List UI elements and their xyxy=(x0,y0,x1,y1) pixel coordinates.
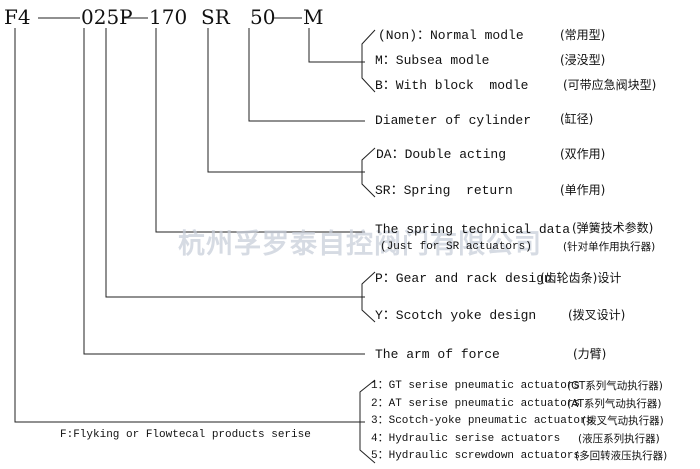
cylinder-diameter-cn: (缸径) xyxy=(560,112,594,126)
watermark: 杭州孚罗泰自控阀门有限公司 xyxy=(178,229,542,260)
type-item-5-cn: (多回转液压执行器) xyxy=(575,450,668,462)
type-item-2: 2：AT serise pneumatic actuators xyxy=(371,398,581,410)
cylinder-diameter: Diameter of cylinder xyxy=(375,113,532,128)
m-option-subsea-cn: (浸没型) xyxy=(560,53,606,67)
sr-option-sr: SR：Spring return xyxy=(375,183,513,198)
spring-data-note: (Just for SR actuators) xyxy=(380,241,532,253)
arm-of-force: The arm of force xyxy=(375,347,500,362)
spring-data-note-cn: (针对单作用执行器) xyxy=(563,241,656,253)
code-m: M xyxy=(303,5,324,29)
m-option-block-cn: (可带应急阀块型) xyxy=(563,78,657,92)
code-f4: F4 xyxy=(4,5,31,29)
code-sr: SR xyxy=(201,5,230,29)
series-label: F:Flyking or Flowtecal products serise xyxy=(60,429,311,441)
type-item-4: 4：Hydraulic serise actuators xyxy=(371,433,561,445)
design-option-y-cn: (拨叉设计) xyxy=(568,308,626,322)
code-50: 50 xyxy=(250,5,276,29)
type-item-1: 1：GT serise pneumatic actuators xyxy=(371,380,581,392)
m-option-normal: (Non)：Normal modle xyxy=(378,28,524,43)
design-option-p: P：Gear and rack design xyxy=(375,271,552,286)
type-item-4-cn: (液压系列执行器) xyxy=(578,433,660,445)
design-option-y: Y：Scotch yoke design xyxy=(375,308,537,323)
m-option-normal-cn: (常用型) xyxy=(560,28,606,42)
sr-option-da: DA：Double acting xyxy=(376,147,507,162)
spring-data: The spring technical data xyxy=(375,222,571,237)
m-option-block: B：With block modle xyxy=(375,78,529,93)
type-item-2-cn: (AT系列气动执行器) xyxy=(567,398,662,410)
sr-option-sr-cn: (单作用) xyxy=(560,183,606,197)
arm-of-force-cn: (力臂) xyxy=(573,347,607,361)
design-option-p-cn: (齿轮齿条)设计 xyxy=(540,271,622,285)
m-option-subsea: M：Subsea modle xyxy=(375,53,490,68)
sr-option-da-cn: (双作用) xyxy=(560,147,606,161)
spring-data-cn: (弹簧技术参数) xyxy=(572,221,654,235)
type-item-3-cn: (拨叉气动执行器) xyxy=(582,415,664,427)
type-item-5: 5：Hydraulic screwdown actuators xyxy=(371,450,581,462)
type-item-3: 3：Scotch-yoke pneumatic actuators xyxy=(371,415,594,427)
code-170: 170 xyxy=(149,5,188,29)
type-item-1-cn: (GT系列气动执行器) xyxy=(567,380,663,392)
code-025p: 025P xyxy=(81,5,133,29)
